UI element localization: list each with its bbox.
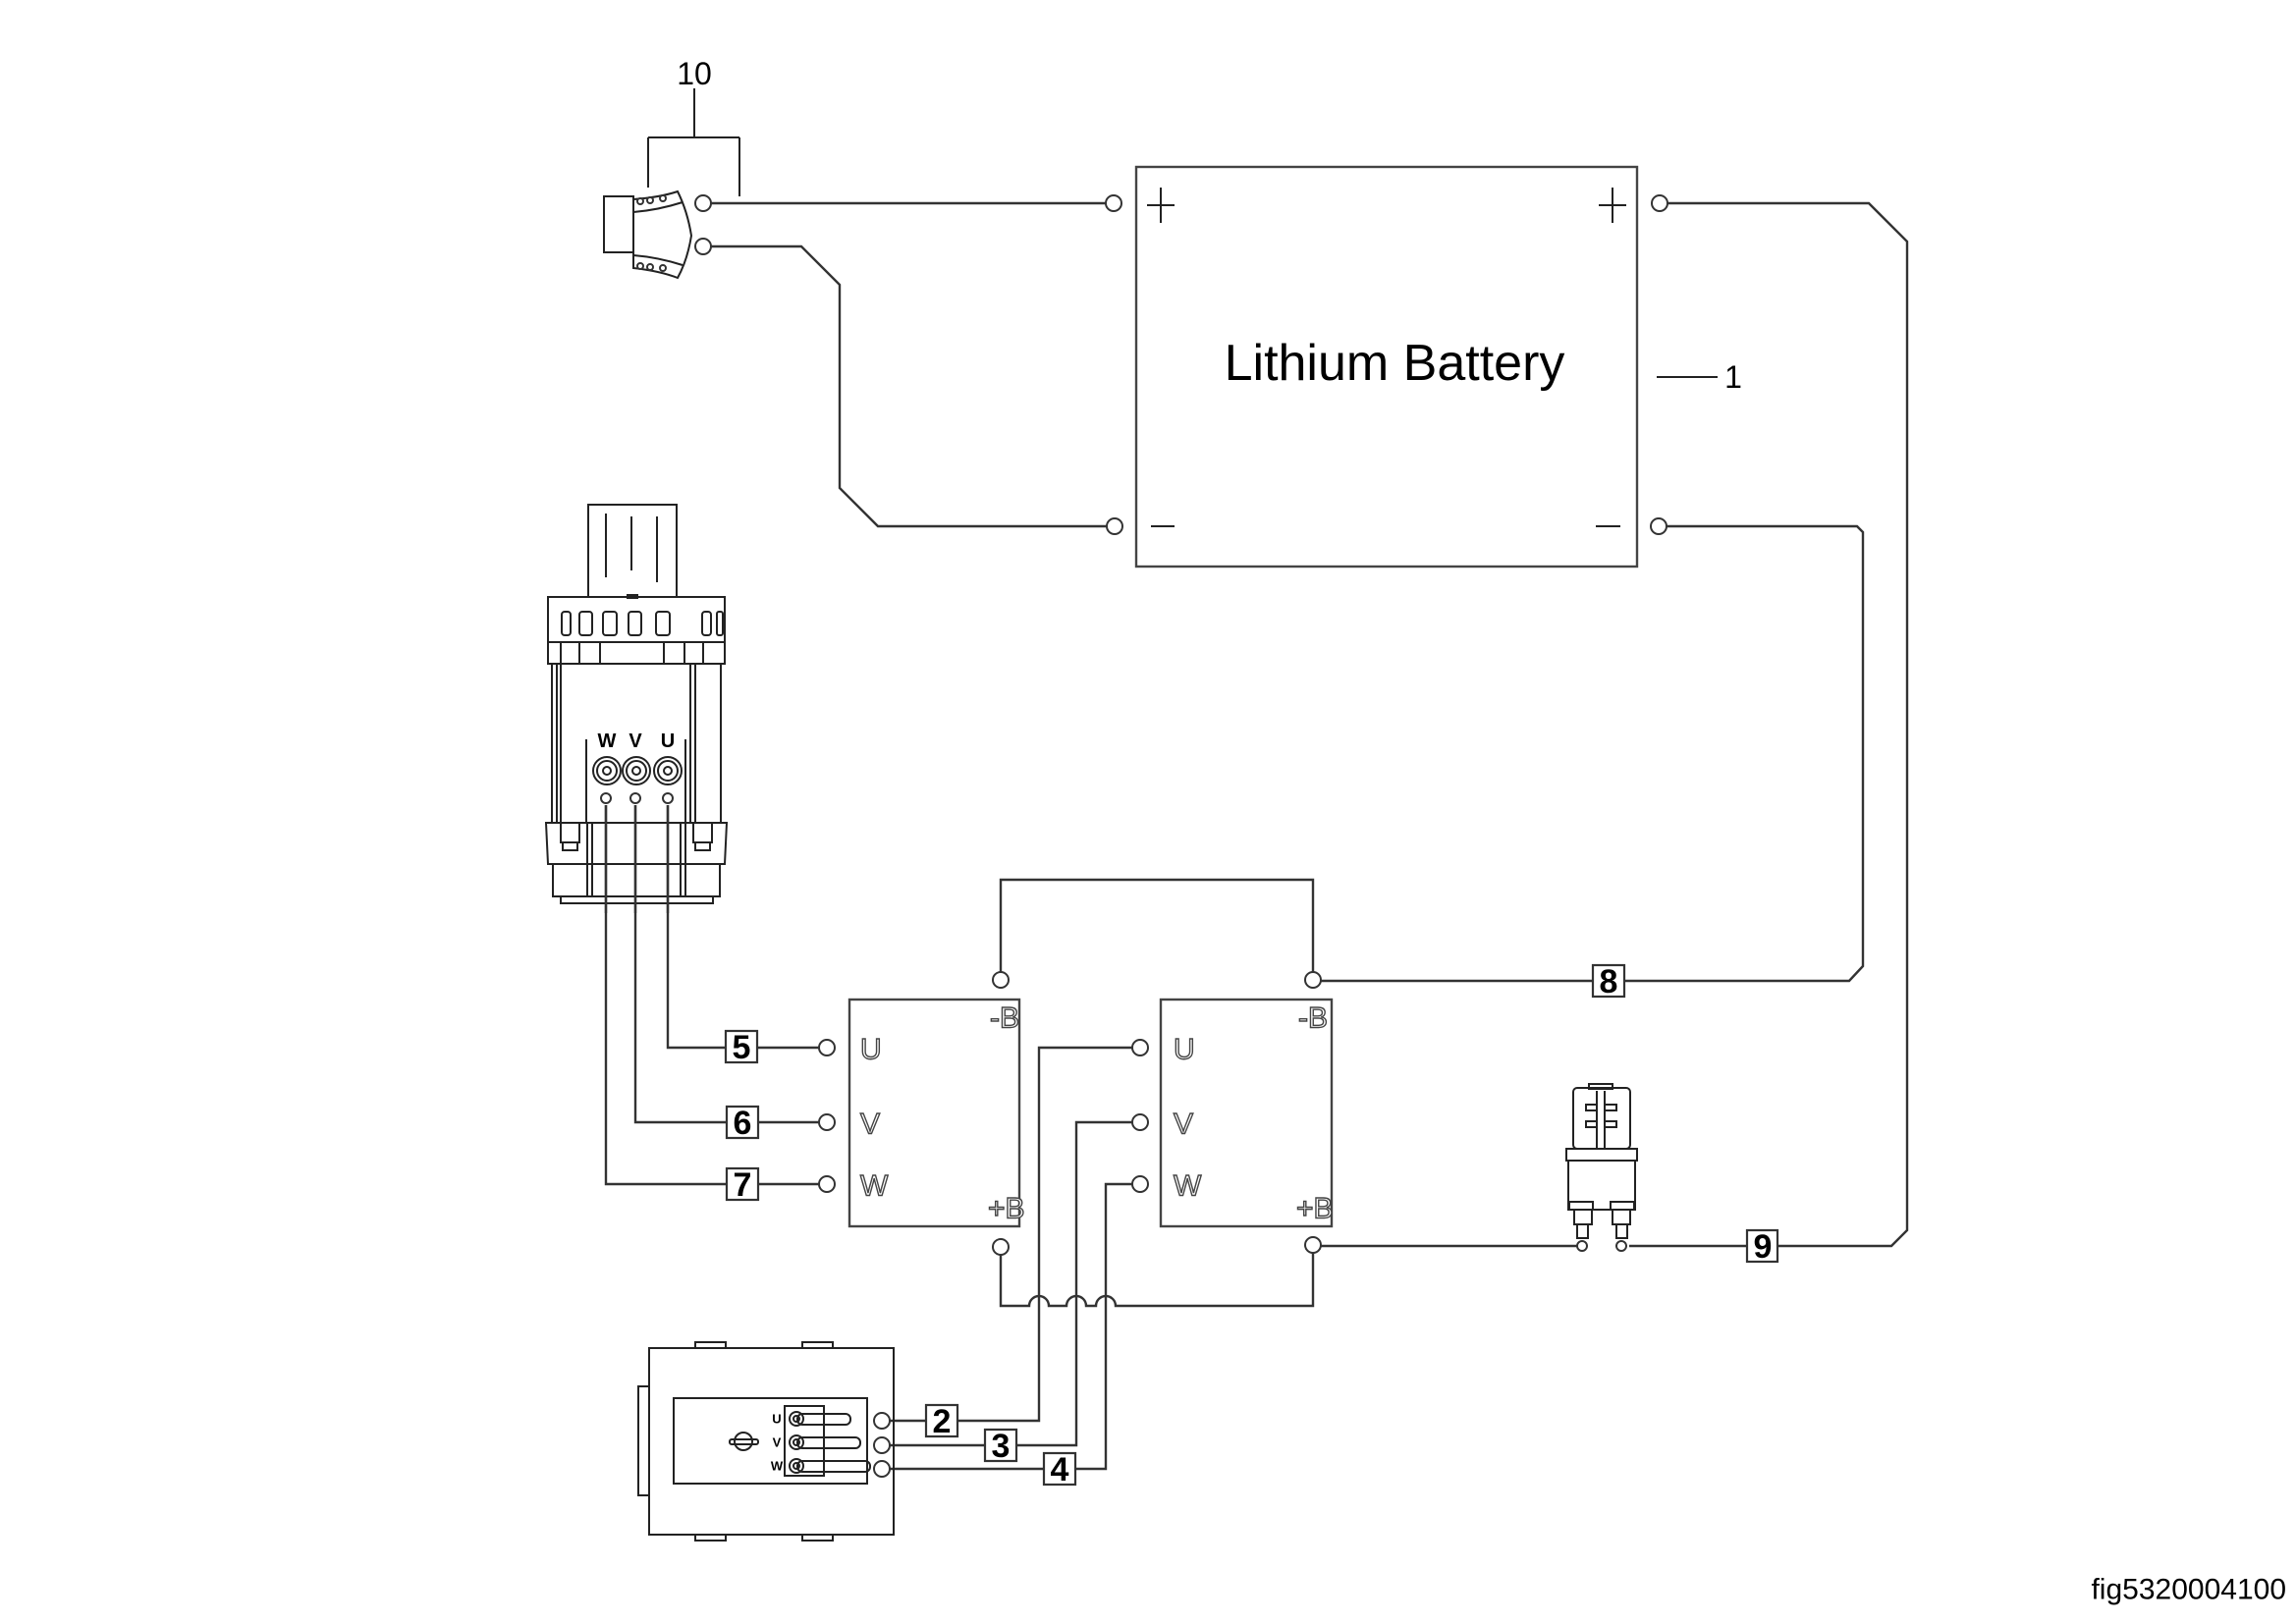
- wire-connector-negative: [711, 244, 1107, 528]
- wire-label-6: 6: [725, 1105, 760, 1142]
- contactor-coil-housing: [1572, 1087, 1631, 1150]
- svg-text:8: 8: [1600, 963, 1618, 1001]
- terminal: [1131, 1039, 1149, 1056]
- terminal: [1304, 1236, 1322, 1254]
- contactor-body: [1567, 1160, 1636, 1211]
- controller-left-pos: +B: [988, 1193, 1025, 1225]
- terminal: [1304, 971, 1322, 989]
- battery-plus-left-icon: [1147, 188, 1175, 223]
- terminals: [694, 194, 1668, 1478]
- controller-right: -B +B U V W: [1159, 998, 1334, 1228]
- svg-text:4: 4: [1051, 1451, 1069, 1488]
- traction-motor: W V U: [544, 504, 729, 913]
- wire-labels: 5 6 7 8 9 2 3 4: [724, 963, 1779, 1488]
- controller-left-v: V: [860, 1109, 880, 1141]
- svg-text:5: 5: [733, 1029, 751, 1066]
- terminal: [694, 194, 712, 212]
- svg-text:3: 3: [992, 1428, 1011, 1465]
- wire-label-7: 7: [725, 1166, 760, 1204]
- terminal: [818, 1039, 836, 1056]
- connector-callout: 10: [677, 56, 712, 91]
- wire-pos-bus: [999, 1253, 1315, 1308]
- terminal: [1576, 1240, 1588, 1252]
- terminal: [694, 238, 712, 255]
- motor-label-u: U: [661, 730, 675, 752]
- pump-motor-unit: U V W: [637, 1341, 895, 1542]
- wire-pump-w: [1075, 1182, 1132, 1471]
- motor-phase-studs: [592, 756, 683, 785]
- connector-callout-bracket: [647, 88, 740, 196]
- pump-label-w: W: [771, 1459, 784, 1474]
- terminal: [1615, 1240, 1627, 1252]
- terminal: [873, 1412, 891, 1430]
- terminal: [873, 1436, 891, 1454]
- terminal: [873, 1460, 891, 1478]
- figure-id: fig5320004100: [2091, 1574, 2286, 1606]
- pump-rotor-symbol-icon: [729, 1432, 759, 1451]
- pump-label-u: U: [772, 1412, 781, 1427]
- svg-text:6: 6: [734, 1105, 752, 1142]
- terminal: [1651, 194, 1668, 212]
- wire-pump-v: [1016, 1120, 1132, 1447]
- battery-box: [1134, 165, 1639, 568]
- terminal: [818, 1175, 836, 1193]
- wire-battery-negative: [1624, 524, 1865, 983]
- svg-text:2: 2: [933, 1403, 952, 1440]
- motor-label-w: W: [598, 730, 617, 752]
- controller-left-w: W: [860, 1170, 889, 1203]
- main-contactor: [1565, 1083, 1638, 1239]
- controller-right-pos: +B: [1296, 1193, 1334, 1225]
- controller-left-u: U: [860, 1034, 882, 1066]
- controller-right-w: W: [1174, 1170, 1202, 1203]
- controller-left-neg: -B: [990, 1002, 1019, 1035]
- pump-housing: [648, 1347, 895, 1536]
- pump-terminal-panel: [673, 1397, 868, 1485]
- motor-fins: [561, 611, 724, 636]
- battery-plus-right-icon: [1599, 188, 1626, 223]
- wire-label-2: 2: [924, 1403, 959, 1440]
- wire-label-4: 4: [1042, 1451, 1077, 1488]
- terminal: [992, 1238, 1010, 1256]
- terminal: [992, 971, 1010, 989]
- terminal: [818, 1113, 836, 1131]
- controller-right-u: U: [1174, 1034, 1195, 1066]
- controller-right-v: V: [1174, 1109, 1193, 1141]
- terminal: [1131, 1175, 1149, 1193]
- battery-callout: 1: [1724, 359, 1742, 395]
- terminal: [1106, 517, 1123, 535]
- wire-battery-positive: [1667, 201, 1909, 1248]
- controller-left: -B +B U V W: [847, 998, 1025, 1228]
- motor-ring-band: [547, 641, 726, 665]
- terminal: [1650, 517, 1667, 535]
- motor-label-v: V: [629, 730, 642, 752]
- battery-connector: 10: [603, 56, 740, 280]
- battery-title: Lithium Battery: [1225, 335, 1565, 392]
- controller-right-neg: -B: [1298, 1002, 1328, 1035]
- svg-text:9: 9: [1754, 1228, 1773, 1266]
- wire-pump-u: [957, 1046, 1132, 1423]
- wire-label-5: 5: [724, 1029, 759, 1066]
- motor-flange: [544, 822, 729, 865]
- pump-bus-bars: [789, 1411, 871, 1474]
- wire-label-9: 9: [1745, 1228, 1779, 1266]
- pump-label-v: V: [773, 1435, 782, 1450]
- connector-body: [632, 189, 693, 280]
- wire-label-3: 3: [983, 1428, 1018, 1465]
- lithium-battery: Lithium Battery 1: [1134, 165, 1742, 568]
- terminal: [1131, 1113, 1149, 1131]
- terminal: [1105, 194, 1122, 212]
- connector-pin-dots: [636, 194, 667, 272]
- svg-text:7: 7: [734, 1166, 752, 1204]
- wire-label-8: 8: [1591, 963, 1626, 1001]
- wires: [604, 201, 1909, 1471]
- connector-plug: [603, 195, 634, 253]
- wire-neg-bridge: [999, 878, 1315, 972]
- wire-motor-w: [604, 805, 727, 1186]
